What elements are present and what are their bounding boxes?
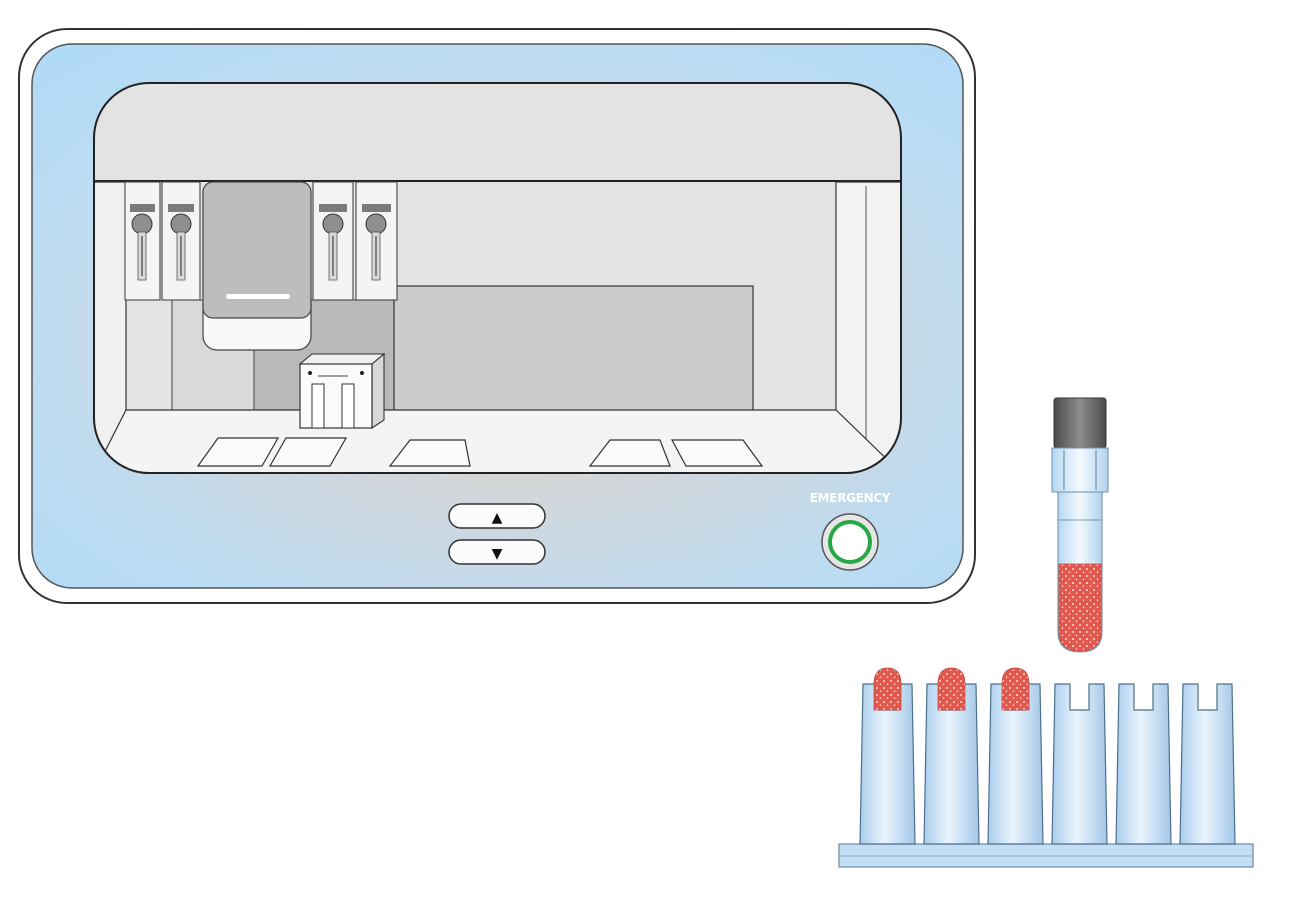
deck-position-3[interactable] <box>388 439 471 467</box>
emergency-label: EMERGENCY <box>810 491 891 505</box>
deck-position-1[interactable] <box>196 437 280 467</box>
instrument: ▲ ▼ EMERGENCY <box>18 28 976 604</box>
pipetting-head <box>202 181 312 351</box>
rack-well-body <box>1179 683 1236 845</box>
deck-position-5[interactable] <box>670 439 764 467</box>
rack-well-2[interactable] <box>923 667 980 845</box>
rack-well-sample <box>937 667 966 711</box>
syringe-pump-1 <box>124 181 161 301</box>
back-panel-large <box>393 285 754 413</box>
rack-well-3[interactable] <box>987 667 1044 845</box>
rack-well-6[interactable] <box>1179 683 1236 845</box>
tube-sample-liquid <box>1058 563 1102 652</box>
syringe-pump-4 <box>355 181 398 301</box>
up-button[interactable]: ▲ <box>448 503 546 529</box>
down-arrow-icon: ▼ <box>492 546 503 562</box>
rack-well-body <box>1115 683 1172 845</box>
deck-position-2[interactable] <box>268 437 348 467</box>
gripper-unit <box>298 352 386 430</box>
syringe-pump-3 <box>312 181 354 301</box>
deck-position-4[interactable] <box>588 439 671 467</box>
rack-well-5[interactable] <box>1115 683 1172 845</box>
hood-band <box>94 83 901 181</box>
down-button[interactable]: ▼ <box>448 539 546 565</box>
tube-rack <box>838 667 1254 868</box>
work-area-border <box>93 82 902 474</box>
syringe-pump-2 <box>161 181 201 301</box>
work-area-window <box>94 83 901 473</box>
rack-well-4[interactable] <box>1051 683 1108 845</box>
right-side-wall <box>835 181 901 473</box>
up-arrow-icon: ▲ <box>492 510 503 526</box>
rack-well-sample <box>873 667 902 711</box>
tube-cap <box>1053 397 1107 449</box>
rack-well-body <box>1051 683 1108 845</box>
rack-well-1[interactable] <box>859 667 916 845</box>
rack-well-sample <box>1001 667 1030 711</box>
emergency-button[interactable] <box>821 513 879 571</box>
tube-collar <box>1051 447 1109 493</box>
sample-tube[interactable] <box>1051 397 1109 653</box>
